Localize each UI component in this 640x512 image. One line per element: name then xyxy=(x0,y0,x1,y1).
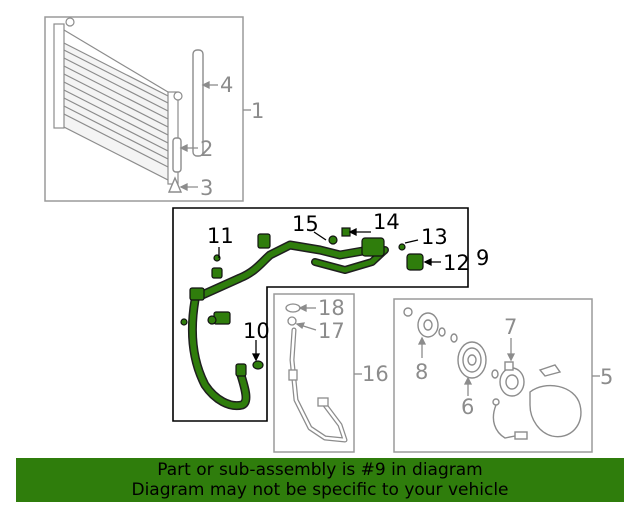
callout-13: 13 xyxy=(421,225,448,249)
callout-10: 10 xyxy=(243,319,270,343)
notice-line-disclaimer: Diagram may not be specific to your vehi… xyxy=(131,480,509,500)
callout-12: 12 xyxy=(443,251,470,275)
compressor-group: 8 6 7 5 xyxy=(393,298,613,453)
callout-9: 9 xyxy=(476,246,489,270)
callout-11: 11 xyxy=(207,224,234,248)
notice-banner: Part or sub-assembly is #9 in diagram Di… xyxy=(16,458,624,502)
callout-7: 7 xyxy=(504,315,517,339)
callout-15: 15 xyxy=(292,212,319,236)
hose-assembly-group: 11 15 14 13 12 9 10 xyxy=(172,207,489,422)
callout-2: 2 xyxy=(200,137,213,161)
callout-4: 4 xyxy=(220,73,233,97)
notice-line-part: Part or sub-assembly is #9 in diagram xyxy=(157,460,483,480)
liquid-line-group: 18 17 16 xyxy=(273,293,389,453)
callout-1: 1 xyxy=(251,99,264,123)
callout-18: 18 xyxy=(318,296,345,320)
callout-16: 16 xyxy=(362,362,389,386)
callout-14: 14 xyxy=(373,210,400,234)
callout-17: 17 xyxy=(318,319,345,343)
callout-3: 3 xyxy=(200,176,213,200)
callout-6: 6 xyxy=(461,395,474,419)
condenser-group: 4 2 3 1 xyxy=(44,16,264,202)
callout-8: 8 xyxy=(415,360,428,384)
callout-5: 5 xyxy=(600,365,613,389)
